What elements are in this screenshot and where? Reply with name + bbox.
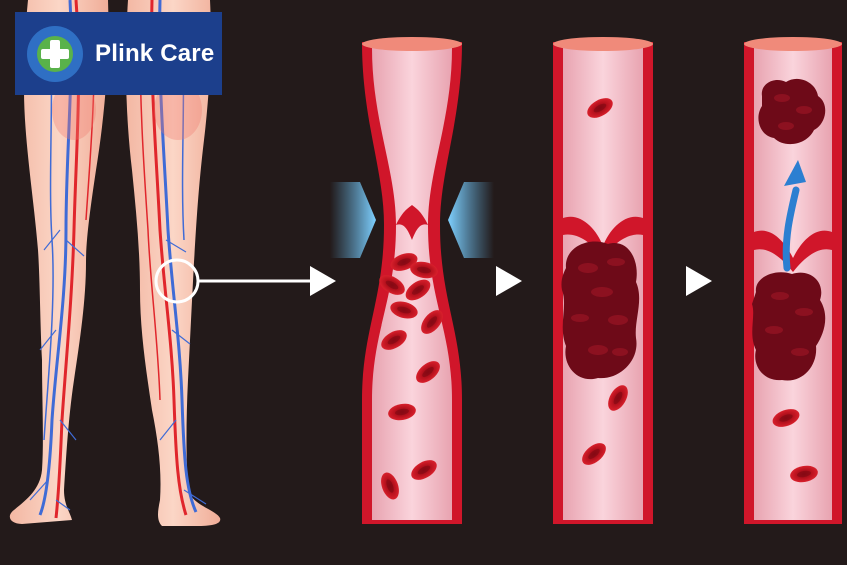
- vessel-narrowing: [330, 37, 494, 524]
- left-leg: [9, 0, 109, 524]
- remaining-clot-icon: [752, 272, 826, 381]
- vessel-embolus: [744, 37, 842, 524]
- brand-logo: Plink Care: [15, 12, 222, 95]
- up-arrow-icon: [782, 160, 806, 272]
- compress-right-arrow-icon: [448, 182, 494, 258]
- vessel-clot: [553, 37, 653, 524]
- right-leg: [125, 0, 221, 526]
- medical-cross-icon: [27, 25, 83, 82]
- detached-clot-icon: [758, 78, 826, 145]
- pointer-arrow-icon: [310, 266, 336, 296]
- next-arrow-icon: [496, 266, 522, 296]
- next-arrow-icon-2: [686, 266, 712, 296]
- brand-name: Plink Care: [95, 39, 215, 67]
- compress-left-arrow-icon: [330, 182, 376, 258]
- legs-illustration: [9, 0, 336, 526]
- blood-clot-icon: [561, 241, 640, 380]
